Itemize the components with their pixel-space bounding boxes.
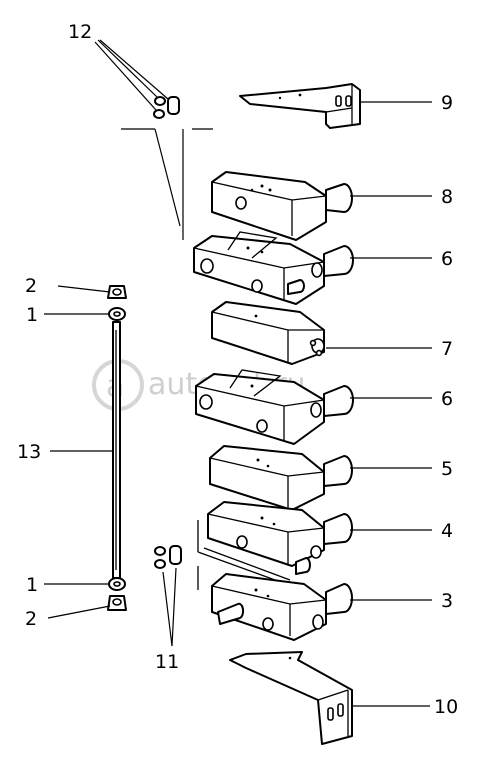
part-10-bottom-bracket [229,651,353,745]
callout-11: 11 [155,651,179,673]
seal-plate [197,520,291,590]
callout-12: 12 [68,21,92,43]
callout-2-bottom: 2 [25,608,37,630]
part-8-valve-section [211,171,353,241]
part-2-nut-bottom [107,595,127,611]
callout-6-upper: 6 [441,248,453,270]
callout-4: 4 [441,520,453,542]
callout-1-bottom: 1 [26,574,38,596]
part-9-top-bracket [239,83,361,129]
callout-13: 13 [17,441,41,463]
part-1-washer-bottom [108,577,126,591]
part-12-bushings [121,96,213,240]
part-6-valve-section-upper [193,231,354,305]
callout-3: 3 [441,590,453,612]
part-7-valve-section [211,301,325,365]
part-4-valve-section [207,501,353,575]
callout-2-top: 2 [25,275,37,297]
callout-10: 10 [434,696,458,718]
callout-labels: 12 2 1 13 1 2 11 9 8 6 7 6 5 4 3 10 [17,21,458,718]
callout-1-top: 1 [26,304,38,326]
callout-8: 8 [441,186,453,208]
part-6-valve-section-lower [195,369,354,445]
part-5-valve-section [209,445,353,511]
callout-7: 7 [441,338,453,360]
callout-5: 5 [441,458,453,480]
leader-lines [44,39,432,707]
callout-6-lower: 6 [441,388,453,410]
part-13-tie-rod [112,321,121,579]
part-1-washer-top [108,307,126,321]
part-11-bushings [154,545,182,647]
callout-9: 9 [441,92,453,114]
part-2-nut-top [107,285,127,299]
part-3-valve-section [211,573,353,641]
